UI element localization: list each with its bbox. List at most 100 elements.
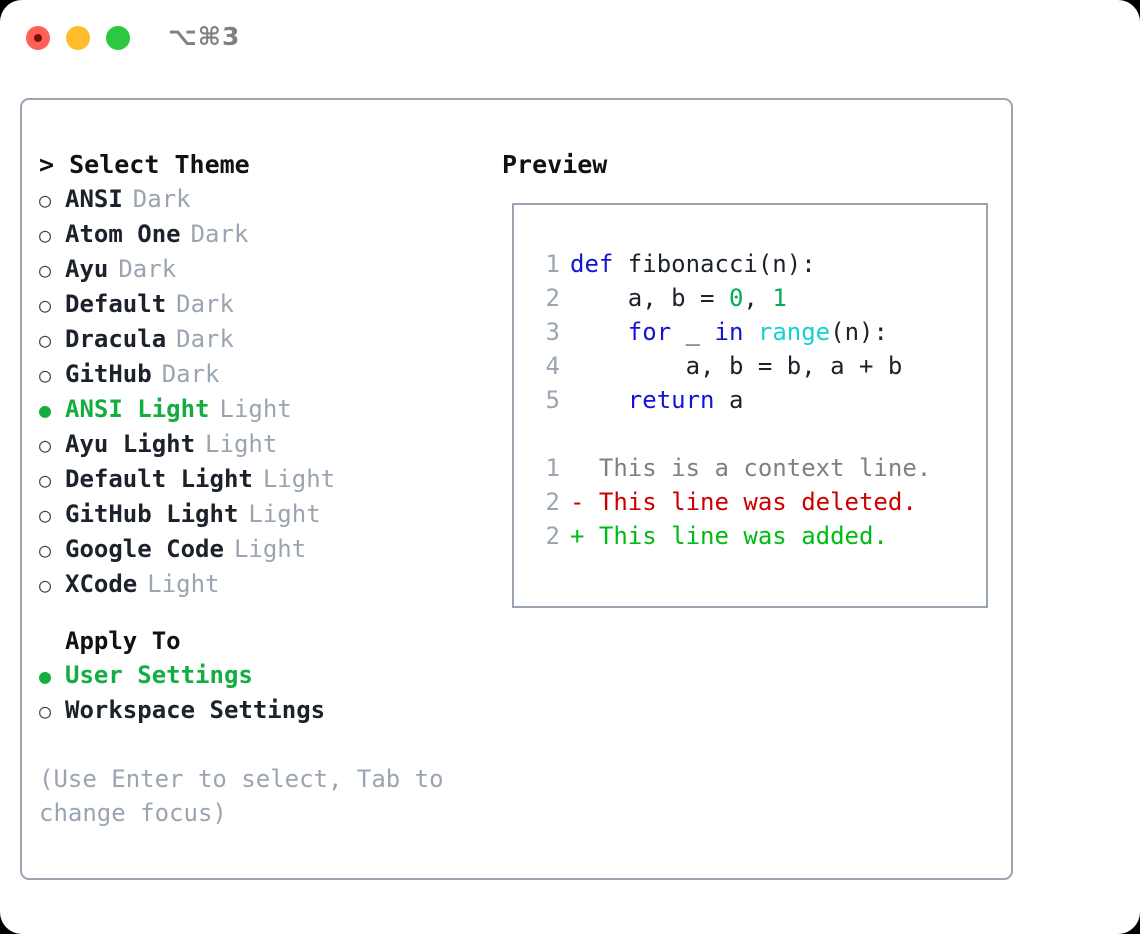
- code-token: 0: [728, 284, 744, 312]
- line-number: 2: [545, 284, 560, 312]
- minimize-window-button[interactable]: [66, 26, 90, 50]
- code-token: return: [627, 386, 715, 414]
- code-token: in: [714, 318, 744, 346]
- theme-list-item[interactable]: ○ Ayu Dark: [39, 252, 489, 287]
- close-window-button[interactable]: [26, 26, 50, 50]
- code-line-text: return a: [560, 383, 744, 417]
- code-line-text: a, b = b, a + b: [560, 349, 903, 383]
- theme-kind-label: Dark: [118, 255, 177, 283]
- apply-to-label: Apply To: [65, 627, 181, 655]
- theme-list-item[interactable]: ○ GitHub Light Light: [39, 497, 489, 532]
- line-number: 1: [545, 454, 560, 482]
- theme-kind-label: Light: [219, 395, 292, 423]
- radio-selected-icon: ●: [39, 398, 52, 422]
- radio-unselected-icon: ○: [39, 363, 52, 387]
- code-token: a, b =: [570, 284, 729, 312]
- code-token: a, b = b, a + b: [570, 352, 903, 380]
- diff-line-text: - This line was deleted.: [570, 488, 917, 516]
- keyboard-hint: (Use Enter to select, Tab to change focu…: [39, 765, 444, 827]
- keyboard-shortcut-label: ⌥⌘3: [168, 22, 241, 51]
- apply-to-option[interactable]: ○ Workspace Settings: [39, 693, 489, 728]
- theme-name: Ayu: [65, 255, 109, 283]
- code-token: fibonacci(n):: [613, 250, 816, 278]
- code-token: ,: [743, 284, 773, 312]
- theme-name: ANSI Light: [65, 395, 210, 423]
- code-line: 4 a, b = b, a + b: [530, 349, 980, 383]
- radio-unselected-icon: ○: [39, 258, 52, 282]
- theme-name: ANSI: [65, 185, 123, 213]
- theme-kind-label: Dark: [176, 325, 234, 353]
- theme-kind-label: Dark: [132, 185, 191, 213]
- code-line: 3 for _ in range(n):: [530, 315, 980, 349]
- code-token: 1: [772, 284, 787, 312]
- window-titlebar: ⌥⌘3: [0, 0, 1140, 78]
- theme-list-item[interactable]: ● ANSI Light Light: [39, 392, 489, 427]
- line-number: 2: [545, 522, 560, 550]
- theme-name: Default Light: [65, 465, 253, 493]
- apply-to-list: ● User Settings ○ Workspace Settings: [39, 658, 489, 728]
- line-number: 3: [545, 318, 560, 346]
- code-line-text: a, b = 0, 1: [560, 281, 787, 315]
- line-number: 5: [545, 386, 560, 414]
- preview-section: Preview: [502, 148, 992, 182]
- code-token: a: [714, 386, 744, 414]
- apply-to-option[interactable]: ● User Settings: [39, 658, 489, 693]
- radio-unselected-icon: ○: [39, 223, 52, 247]
- theme-name: Google Code: [65, 535, 224, 563]
- theme-list-item[interactable]: ○ Dracula Dark: [39, 322, 489, 357]
- theme-name: GitHub: [65, 360, 152, 388]
- radio-unselected-icon: ○: [39, 699, 52, 723]
- apply-to-option-label: Workspace Settings: [65, 696, 326, 724]
- apply-to-group: Apply To ● User Settings ○ Workspace Settin…: [39, 624, 489, 728]
- theme-kind-label: Dark: [190, 220, 249, 248]
- theme-name: Atom One: [65, 220, 181, 248]
- code-token: [743, 318, 757, 346]
- theme-kind-label: Dark: [176, 290, 234, 318]
- theme-name: XCode: [65, 570, 138, 598]
- theme-kind-label: Light: [233, 535, 307, 563]
- theme-name: Dracula: [65, 325, 167, 353]
- diff-line: 1 This is a context line.: [530, 451, 980, 485]
- line-number: 4: [545, 352, 560, 380]
- preview-title: Preview: [502, 150, 608, 179]
- theme-kind-label: Dark: [161, 360, 220, 388]
- code-line: 2 a, b = 0, 1: [530, 281, 980, 315]
- theme-name: GitHub Light: [65, 500, 239, 528]
- theme-kind-label: Light: [248, 500, 321, 528]
- diff-line: 2 - This line was deleted.: [530, 485, 980, 519]
- theme-list-item[interactable]: ○ GitHub Dark: [39, 357, 489, 392]
- theme-name: Ayu Light: [65, 430, 196, 458]
- theme-kind-label: Light: [262, 465, 336, 493]
- theme-kind-label: Light: [147, 570, 220, 598]
- diff-line-text: + This line was added.: [570, 522, 888, 550]
- code-token: [570, 386, 628, 414]
- code-line: 5 return a: [530, 383, 980, 417]
- code-token: for: [627, 318, 672, 346]
- theme-list-item[interactable]: ○ Google Code Light: [39, 532, 489, 567]
- apply-to-option-label: User Settings: [65, 661, 253, 689]
- maximize-window-button[interactable]: [106, 26, 130, 50]
- theme-name: Default: [65, 290, 167, 318]
- code-line-text: for _ in range(n):: [560, 315, 888, 349]
- radio-unselected-icon: ○: [39, 538, 52, 562]
- radio-unselected-icon: ○: [39, 293, 52, 317]
- code-token: (n):: [830, 318, 888, 346]
- radio-unselected-icon: ○: [39, 328, 52, 352]
- line-number: 1: [545, 250, 560, 278]
- diff-sample: 1 This is a context line. 2 - This line wa…: [530, 451, 980, 553]
- theme-list-item[interactable]: ○ Atom One Dark: [39, 217, 489, 252]
- radio-selected-icon: ●: [39, 664, 52, 688]
- radio-unselected-icon: ○: [39, 503, 52, 527]
- diff-line: 2 + This line was added.: [530, 519, 980, 553]
- line-number: 2: [545, 488, 560, 516]
- theme-list-item[interactable]: ○ Default Dark: [39, 287, 489, 322]
